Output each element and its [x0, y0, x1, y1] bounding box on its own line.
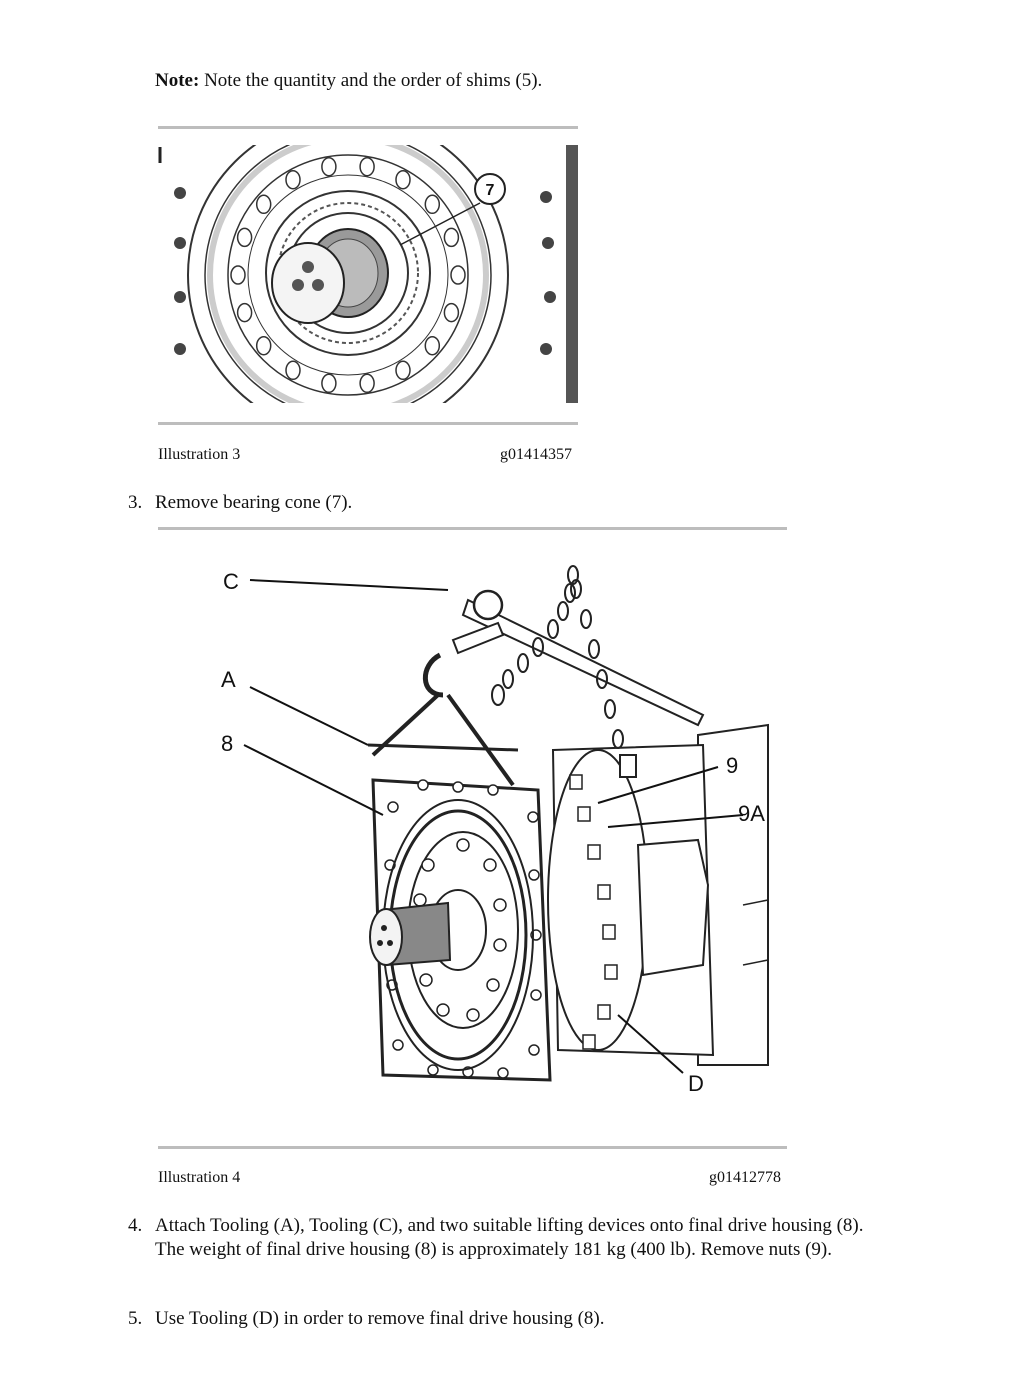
bolt-head [321, 156, 337, 177]
bolt-head [230, 265, 246, 285]
illustration-4-code: g01412778 [709, 1169, 781, 1186]
callout-9-label: 9 [726, 753, 738, 778]
illustration-3-top-rule [158, 126, 578, 129]
illustration-3-caption: Illustration 3 [158, 446, 241, 463]
step-3: 3. Remove bearing cone (7). [128, 491, 888, 515]
step-4: 4. Attach Tooling (A), Tooling (C), and … [128, 1214, 898, 1288]
step-5-text: Use Tooling (D) in order to remove final… [155, 1308, 605, 1329]
bolt-head [285, 169, 301, 190]
bolt-head [359, 373, 375, 394]
note-label: Note: [155, 70, 200, 91]
illustration-4-caption: Illustration 4 [158, 1169, 241, 1186]
bolt-head [395, 169, 411, 190]
bolt-head [255, 335, 272, 356]
callout-d-label: D [688, 1071, 704, 1096]
step-5-number: 5. [128, 1308, 143, 1329]
step-4-number: 4. [128, 1215, 143, 1236]
illustration-4-image: C A 8 9 9A D [158, 545, 787, 1135]
illustration-3-image: 7 [158, 145, 578, 403]
step-4-text: Attach Tooling (A), Tooling (C), and two… [155, 1215, 864, 1260]
bolt-head [236, 302, 253, 323]
step-3-text: Remove bearing cone (7). [155, 492, 353, 513]
note: Note: Note the quantity and the order of… [155, 70, 542, 92]
illustration-3-code: g01414357 [500, 446, 572, 463]
bolt-head [255, 194, 272, 215]
illustration-4-top-rule [158, 527, 787, 530]
bolt-head [236, 227, 253, 248]
step-3-number: 3. [128, 492, 143, 513]
bolt-head [443, 227, 460, 248]
bolt-head [359, 156, 375, 177]
callout-7-label: 7 [486, 182, 495, 199]
note-text: Note the quantity and the order of shims… [199, 70, 543, 91]
callout-8-label: 8 [221, 731, 233, 756]
bolt-head [395, 360, 411, 381]
illustration-4-bottom-rule [158, 1146, 787, 1149]
callout-a-label: A [221, 667, 236, 692]
step-5: 5. Use Tooling (D) in order to remove fi… [128, 1307, 898, 1331]
bolt-head [450, 265, 466, 285]
bolt-head [443, 302, 460, 323]
bolt-head [424, 335, 441, 356]
bolt-head [424, 194, 441, 215]
illustration-3-bottom-rule [158, 422, 578, 425]
bolt-head [321, 373, 337, 394]
callout-9a-label: 9A [738, 801, 765, 826]
bolt-head [285, 360, 301, 381]
callout-c-label: C [223, 569, 239, 594]
